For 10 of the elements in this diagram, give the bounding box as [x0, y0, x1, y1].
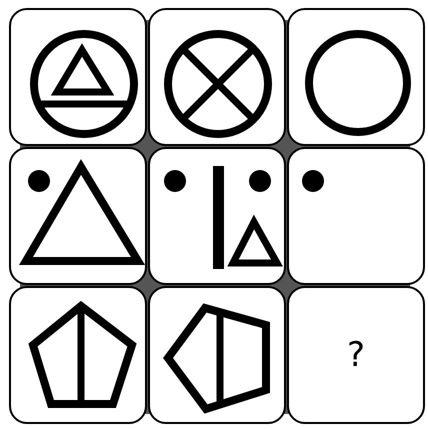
puzzle-cell	[148, 147, 286, 285]
puzzle-cell	[9, 147, 147, 285]
puzzle-cell	[287, 286, 425, 424]
question-mark: ?	[346, 338, 366, 372]
puzzle-cell	[287, 147, 425, 285]
puzzle-cell	[9, 286, 147, 424]
puzzle-cell	[148, 286, 286, 424]
puzzle-cell	[9, 8, 147, 146]
puzzle-cell	[287, 8, 425, 146]
puzzle-cell	[148, 8, 286, 146]
